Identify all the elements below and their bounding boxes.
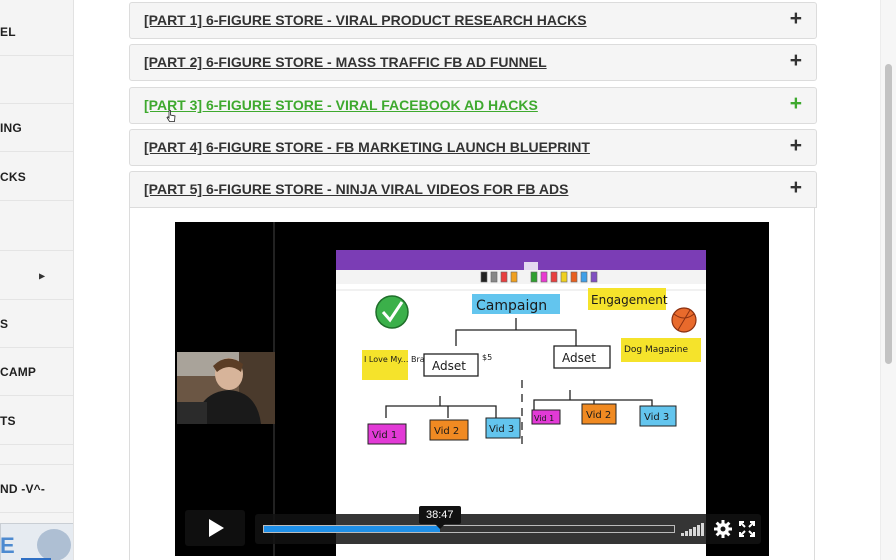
whiteboard-caption-left: I Love My... Brand [364, 355, 435, 364]
shared-screen: Campaign Engagement I Love My... Brand D… [336, 250, 706, 556]
whiteboard-vid: Vid 1 [372, 430, 397, 441]
video-player[interactable]: Campaign Engagement I Love My... Brand D… [175, 222, 769, 556]
plus-icon[interactable]: + [789, 49, 802, 72]
sidebar-item-label: ND -V^- [0, 481, 46, 496]
sidebar-item-label: CAMP [0, 364, 37, 379]
hand-cursor-icon [166, 110, 176, 122]
whiteboard-engagement: Engagement [591, 293, 668, 307]
panel-title[interactable]: [PART 5] 6-FIGURE STORE - NINJA VIRAL VI… [144, 181, 569, 197]
sidebar-item-label: EL [0, 24, 16, 39]
sidebar-item-label: ING [0, 120, 22, 135]
gear-icon[interactable] [714, 520, 732, 538]
whiteboard-campaign: Campaign [476, 298, 547, 314]
whiteboard-adset-right: Adset [562, 351, 596, 365]
whiteboard-vid: Vid 3 [489, 424, 514, 435]
plus-icon[interactable]: + [789, 92, 802, 115]
accordion-panel-part-2[interactable]: [PART 2] 6-FIGURE STORE - MASS TRAFFIC F… [129, 44, 817, 81]
whiteboard-vid: Vid 1 [534, 414, 554, 423]
webcam-inset [177, 352, 275, 424]
play-button[interactable] [185, 510, 245, 546]
thumbnail-letter: E [0, 533, 15, 558]
accordion-panel-part-4[interactable]: [PART 4] 6-FIGURE STORE - FB MARKETING L… [129, 129, 817, 166]
sidebar-item[interactable]: ND -V^- [0, 465, 73, 513]
whiteboard-adset-note: $5 [482, 353, 492, 362]
plus-icon[interactable]: + [789, 176, 802, 199]
sidebar-item[interactable] [0, 56, 73, 104]
scrollbar-thumb[interactable] [885, 64, 892, 364]
whiteboard-caption-right: Dog Magazine [624, 345, 688, 355]
sidebar-item[interactable]: CAMP [0, 348, 73, 396]
whiteboard-vid: Vid 3 [644, 412, 669, 423]
plus-icon[interactable]: + [789, 7, 802, 30]
plus-icon[interactable]: + [789, 134, 802, 157]
panel-title[interactable]: [PART 2] 6-FIGURE STORE - MASS TRAFFIC F… [144, 54, 547, 70]
play-icon [209, 519, 224, 537]
sidebar-item-label: TS [0, 413, 16, 428]
whiteboard-vid: Vid 2 [434, 426, 459, 437]
time-tooltip: 38:47 [419, 506, 461, 529]
thumbnail-bar [21, 558, 51, 560]
page-scrollbar[interactable] [880, 0, 896, 560]
fullscreen-icon[interactable] [739, 521, 755, 537]
caret-right-icon: ▶ [39, 271, 46, 280]
panel-title[interactable]: [PART 4] 6-FIGURE STORE - FB MARKETING L… [144, 139, 590, 155]
panel-title[interactable]: [PART 3] 6-FIGURE STORE - VIRAL FACEBOOK… [144, 97, 538, 113]
accordion-panel-part-1[interactable]: [PART 1] 6-FIGURE STORE - VIRAL PRODUCT … [129, 2, 817, 39]
sidebar-item[interactable]: TS [0, 397, 73, 445]
panel-title[interactable]: [PART 1] 6-FIGURE STORE - VIRAL PRODUCT … [144, 12, 587, 28]
video-controls: 38:47 [175, 506, 769, 556]
sidebar-item[interactable]: ▶ [0, 252, 73, 300]
progress-bar[interactable]: 38:47 [263, 506, 675, 533]
sidebar-item[interactable] [0, 203, 73, 251]
whiteboard-adset-left: Adset [432, 359, 466, 373]
sidebar-item-label: CKS [0, 169, 26, 184]
sidebar: EL ING CKS ▶ S CAMP TS ND -V^- E [0, 0, 74, 560]
accordion-panel-part-3[interactable]: [PART 3] 6-FIGURE STORE - VIRAL FACEBOOK… [129, 87, 817, 124]
accordion-panel-part-5[interactable]: [PART 5] 6-FIGURE STORE - NINJA VIRAL VI… [129, 171, 817, 208]
thumbnail-graphic [37, 529, 71, 560]
sidebar-item-label: S [0, 316, 9, 331]
sidebar-item[interactable]: ING [0, 104, 73, 152]
sidebar-thumbnail[interactable]: E [0, 523, 73, 560]
sidebar-item[interactable]: CKS [0, 153, 73, 201]
sidebar-item[interactable]: EL [0, 8, 73, 56]
control-bar: 38:47 [255, 506, 761, 544]
sidebar-item[interactable] [0, 445, 73, 465]
whiteboard-vid: Vid 2 [586, 410, 611, 421]
sidebar-item[interactable]: S [0, 300, 73, 348]
progress-fill [264, 526, 440, 532]
volume-icon[interactable] [681, 522, 705, 536]
